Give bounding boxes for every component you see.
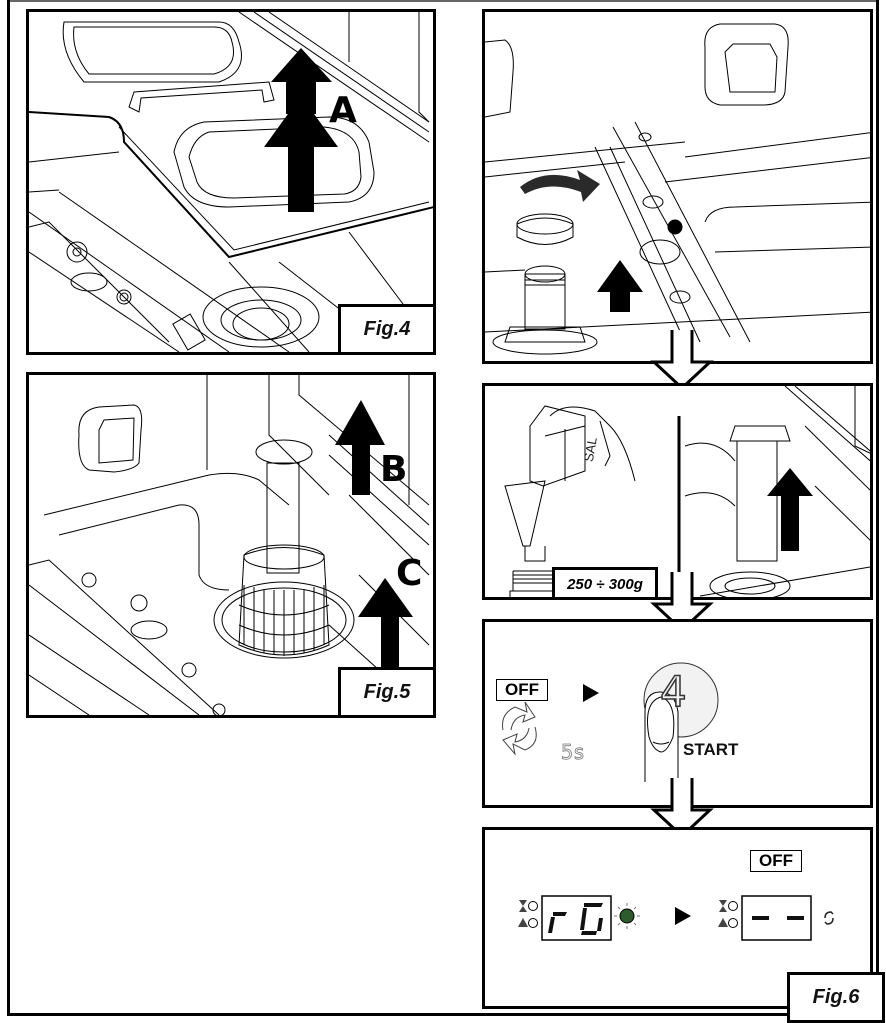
rotate-cap-arrow-icon [520,170,600,202]
off-indicator: OFF [496,679,548,701]
salt-indicator-icon [718,918,728,927]
top-rule [7,0,879,2]
fig6-step1-drawing [485,23,870,355]
fig6-label: Fig.6 [787,972,885,1023]
arrow-label-b: B [380,449,408,490]
program-4-button[interactable]: 4 [659,666,687,717]
arrow-label-c: C [396,553,423,594]
play-triangle-icon [583,684,599,702]
salt-indicator-icon [518,918,528,927]
fig6-step3-panel: OFF 4 5s START [482,619,873,808]
regeneration-led-icon [614,903,640,929]
regeneration-icon [824,911,834,925]
up-arrow-icon [767,468,813,551]
flow-down-arrow-icon [650,330,714,390]
fig4-drawing [29,12,433,352]
fig5-drawing [29,375,430,715]
fig6-step3-drawing [502,662,719,782]
fig6-step1-panel [482,9,873,364]
fig4-label: Fig.4 [338,304,433,352]
hold-time-label: 5s [561,740,586,765]
hourglass-indicator-icon [719,900,727,912]
off-indicator: OFF [750,850,802,872]
up-arrow-icon [597,260,643,312]
fig6-step4-drawing [518,895,834,941]
up-arrow-icon-c [358,578,413,671]
fig6-step2-panel: SAL 250 ÷ 300g [482,383,873,600]
page-frame [7,0,879,1016]
fig5-label: Fig.5 [338,667,433,715]
up-arrow-icon [264,48,338,212]
seven-seg-rG [548,903,603,935]
start-label: START [683,740,739,759]
regeneration-icon [502,701,537,756]
play-triangle-icon [675,907,691,925]
fig5-panel: B C Fig.5 [26,372,436,718]
fig4-panel: A Fig.4 [26,9,436,355]
up-arrow-icon-b [335,400,385,495]
salt-amount-label: 250 ÷ 300g [552,567,658,597]
arrow-label-a: A [329,90,357,131]
fig6-step2-drawing [504,386,870,597]
hourglass-indicator-icon [519,900,527,912]
